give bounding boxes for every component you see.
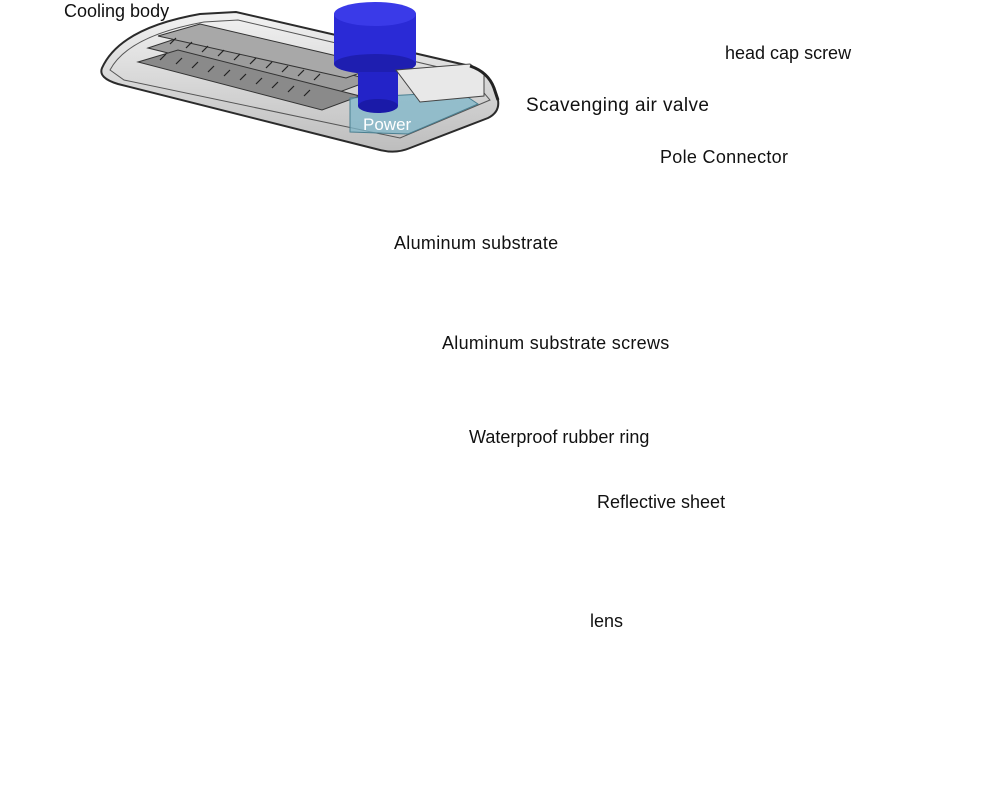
label-aluminum-substrate: Aluminum substrate: [394, 233, 559, 253]
label-cooling-body: Cooling body: [64, 1, 170, 21]
cooling-body: [100, 2, 500, 153]
heat-fins: [136, 23, 382, 111]
power-capacitor: [334, 2, 416, 113]
label-lens: lens: [590, 611, 624, 631]
label-power: Power: [363, 115, 412, 134]
label-head-cap-screw: head cap screw: [725, 43, 852, 63]
label-reflective-sheet: Reflective sheet: [597, 492, 726, 512]
label-pole-connector: Pole Connector: [660, 147, 789, 167]
label-aluminum-substrate-screws: Aluminum substrate screws: [442, 333, 670, 353]
label-waterproof-rubber-ring: Waterproof rubber ring: [469, 427, 650, 447]
label-scavenging-air-valve: Scavenging air valve: [526, 95, 710, 116]
